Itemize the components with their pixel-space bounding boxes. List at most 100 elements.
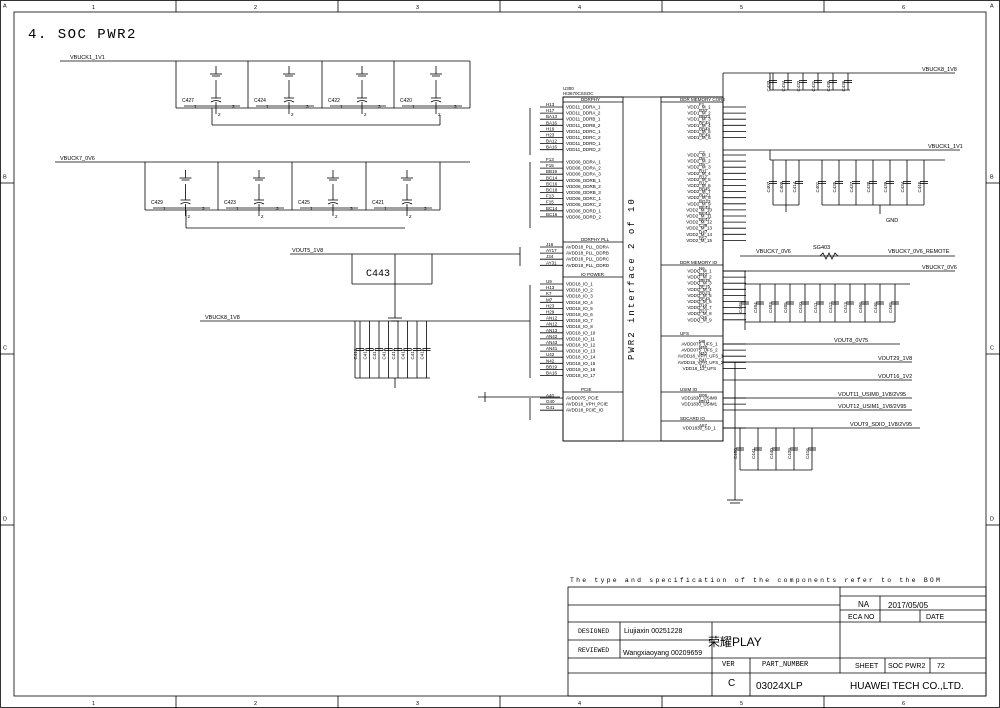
chip-pin-name: VDD1830_USIM1	[681, 402, 717, 407]
chip-pin-name: VDD2_M_1	[687, 153, 711, 158]
chip-pin-number: A26	[699, 315, 708, 320]
chip-pin-number: B09	[699, 393, 708, 398]
cap-ref-label: C429	[151, 200, 163, 206]
chip-pin-name: AVDD18_VPH_UFS_2	[678, 360, 724, 365]
cap-ref-label: C421	[372, 200, 384, 206]
chip-pin-number: B20	[699, 108, 708, 113]
chip-pin-name: AVDD075_PCIE	[566, 396, 599, 401]
net-label-vbuck7: VBUCK7_0V6	[60, 156, 95, 162]
chip-pin-name: VDD06_DDRD_1	[566, 208, 602, 213]
cap-ref-label: C406	[858, 302, 863, 313]
chip-pin-name: VDD18_IO_12	[566, 343, 596, 348]
cap-ref-label: C400	[733, 448, 738, 459]
chip-pin-name: VDD18_IO_13	[566, 349, 596, 354]
chip-pin-number: BE44	[699, 205, 711, 210]
title-block	[567, 586, 987, 697]
cap-plate-curved	[283, 100, 295, 103]
chip-pin-number: BC18	[546, 188, 558, 193]
chip-pin-name: VDD2_M_6	[687, 183, 711, 188]
chip-pin-number: BC14	[546, 206, 558, 211]
chip-pin-name: VDD1830_SD_1	[683, 426, 717, 431]
chip-pin-number: BB19	[699, 278, 711, 283]
border-row-label: C	[3, 346, 7, 352]
tb-designed-value: Liujiaxin 00251228	[624, 628, 682, 635]
chip-pin-name: VDD2_M_9	[687, 201, 711, 206]
chip-pin-number: F13	[546, 194, 554, 199]
tb-date-value: 2017/05/05	[888, 601, 929, 610]
right-nets	[722, 72, 960, 504]
cap-plate-curved	[430, 100, 442, 103]
chip-pin-number: BA13	[546, 114, 558, 119]
chip-pin-number: AN13	[546, 328, 558, 333]
chip-pin-name: AVDD18_PCIE_IO	[566, 408, 604, 413]
chip-pin-name: VDDQ_M_7	[687, 305, 712, 310]
chip-pin-number: BG21	[699, 193, 711, 198]
chip-pin-number: G41	[546, 405, 555, 410]
chip-pin-number: T41	[699, 363, 707, 368]
net-label-vbuck7-mid: VBUCK7_0V6	[756, 249, 791, 255]
cap-pin-1: 1	[340, 104, 343, 109]
sg403-symbol	[819, 252, 839, 260]
chip-pin-name: VDD18_IO_3	[566, 294, 593, 299]
chip-section-label: IO POWER	[581, 272, 605, 277]
chip-pin-number: BE19	[699, 284, 711, 289]
tb-reviewed-label: REVIEWED	[578, 647, 609, 654]
cap-ref-label: C407	[766, 181, 771, 192]
chip-pin-number: H13	[546, 102, 555, 107]
cap-ref-label: C425	[298, 200, 310, 206]
chip-pin-number: BC16	[546, 212, 558, 217]
chip-pin-number: BE44	[699, 133, 711, 138]
border-col-label: 1	[92, 701, 95, 707]
chip-pin-number: A57	[699, 423, 708, 428]
chip-pin-number: BC14	[546, 175, 558, 180]
cap-plate-curved	[210, 100, 222, 103]
cap-pin-3: 3	[232, 104, 235, 109]
cap-ref-label: C430	[826, 80, 831, 91]
chip-pin-number: B17	[699, 181, 708, 186]
chip-pin-number: BE47	[699, 217, 711, 222]
chip-pin-number: N42	[699, 351, 708, 356]
chip-pin-name: AVDD18_PLL_DDRC	[566, 257, 610, 262]
tb-company: HUAWEI TECH CO.,LTD.	[850, 681, 964, 692]
cap-ref-label: C412	[372, 348, 377, 359]
chip-pin-number: H17	[546, 108, 555, 113]
chip-pin-name: VDD18_IO_8	[566, 324, 593, 329]
border-row-label: C	[990, 346, 994, 352]
net-label-vout5: VOUT5_1V8	[292, 248, 323, 254]
cap-ref-label: C413	[363, 348, 368, 359]
chip-pin-number: F1	[699, 102, 705, 107]
tb-designed-label: DESIGNED	[578, 628, 609, 635]
chip-pin-name: AVDD18_VPH_UFS_1	[678, 354, 724, 359]
cap-pin-2: 2	[291, 112, 294, 117]
cap-ref-label: C424	[254, 98, 266, 104]
cap-ref-label: C438	[866, 181, 871, 192]
cap-pin-3: 3	[306, 104, 309, 109]
chip-pin-name: AVDD18_VPH_PCIE	[566, 402, 608, 407]
border-col-label: 6	[902, 5, 905, 11]
chip-pin-number: B11	[699, 168, 707, 173]
chip-section-label: DDR MEMORY IO	[680, 260, 718, 265]
cap-pin-2: 2	[438, 112, 441, 117]
border-col-label: 5	[740, 701, 743, 707]
chip-pin-name: VDD2_M_14	[686, 232, 712, 237]
cap-plate-curved	[401, 202, 413, 205]
cap-plate-curved	[327, 202, 339, 205]
tb-sheet-name: SOC PWR2	[888, 663, 925, 670]
border-col-label: 1	[92, 5, 95, 11]
chip-pin-number: H23	[546, 303, 555, 308]
chip-pin-number: AN41	[546, 346, 558, 351]
cap-ref-label: C403	[768, 302, 773, 313]
chip-pin-name: VDD2_M_12	[686, 220, 712, 225]
cap-ref-label: C449	[738, 302, 743, 313]
cap-ref-label: C416	[401, 348, 406, 359]
cap-pin-1: 1	[236, 206, 239, 211]
pll-cap-circuit	[290, 253, 520, 322]
chip-pin-name: VDDQ_M_2	[687, 275, 712, 280]
chip-right-pins: DDR MEMORY COREVDD1_M_1F1VDD1_M_2B20VDD1…	[661, 97, 746, 431]
border-col-label: 3	[416, 701, 419, 707]
cap-pin-1: 1	[194, 104, 197, 109]
cap-pin-1: 1	[310, 206, 313, 211]
chip-pin-name: VDD1_M_1	[687, 105, 711, 110]
cap-ref-label: C446	[917, 181, 922, 192]
